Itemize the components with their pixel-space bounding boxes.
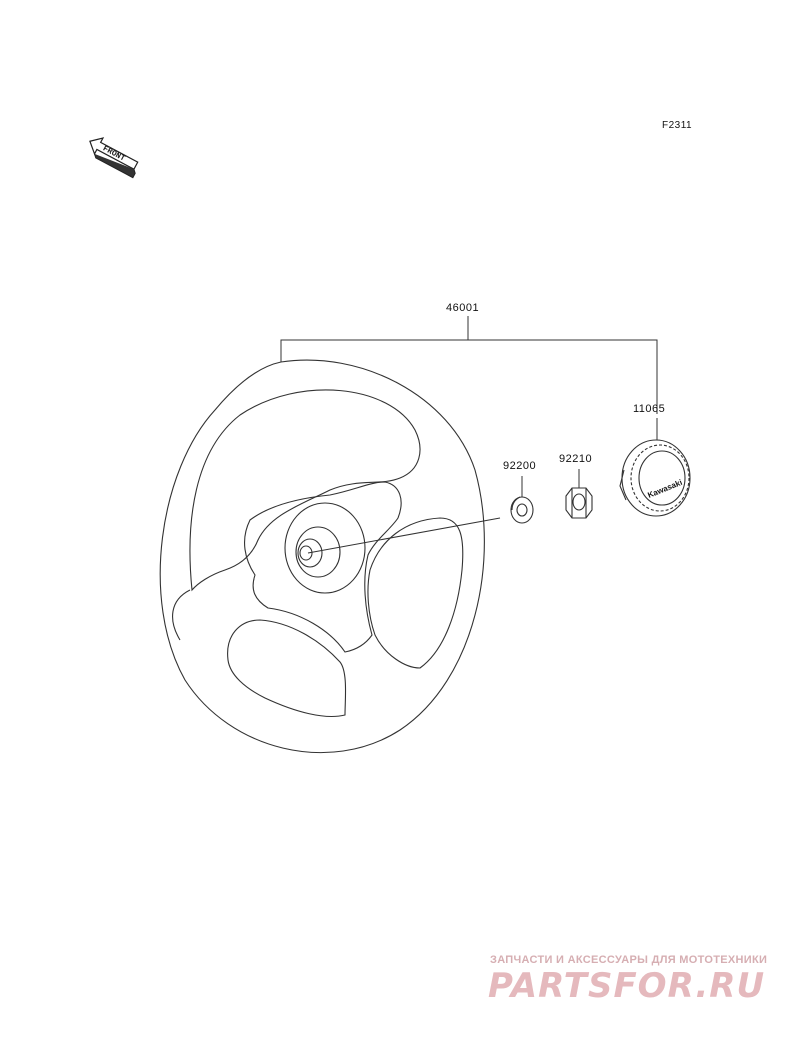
nut-92210	[565, 487, 593, 519]
wheel-rim-edge	[172, 589, 191, 641]
leader-lines	[280, 316, 658, 554]
wheel-inner-bottom-left	[227, 619, 347, 718]
part-label-steering-wheel: 46001	[446, 302, 480, 314]
front-arrow-icon: FRONT	[89, 137, 139, 179]
part-label-cap: 11065	[633, 403, 666, 415]
wheel-inner-right	[367, 517, 464, 669]
part-label-washer: 92200	[503, 460, 537, 472]
steering-wheel	[159, 359, 485, 754]
hub-shaft-outer	[297, 538, 323, 568]
wheel-outer-rim	[159, 359, 485, 754]
figure-code: F2311	[662, 120, 693, 131]
watermark-logo: PARTSFOR.RU	[488, 966, 766, 1006]
axis-line	[307, 517, 501, 554]
cap-11065: Kawasaki	[619, 439, 691, 517]
leader-46001	[280, 339, 658, 414]
hub-shaft-inner	[299, 545, 313, 561]
watermark-tagline: ЗАПЧАСТИ И АКСЕССУАРЫ ДЛЯ МОТОТЕХНИКИ	[490, 954, 768, 966]
wheel-spoke-hub	[244, 481, 402, 653]
part-label-nut: 92210	[559, 453, 593, 465]
washer-92200	[510, 496, 534, 524]
hub-boss	[284, 502, 366, 594]
hub-ring	[295, 526, 341, 578]
wheel-inner-top	[189, 389, 421, 592]
